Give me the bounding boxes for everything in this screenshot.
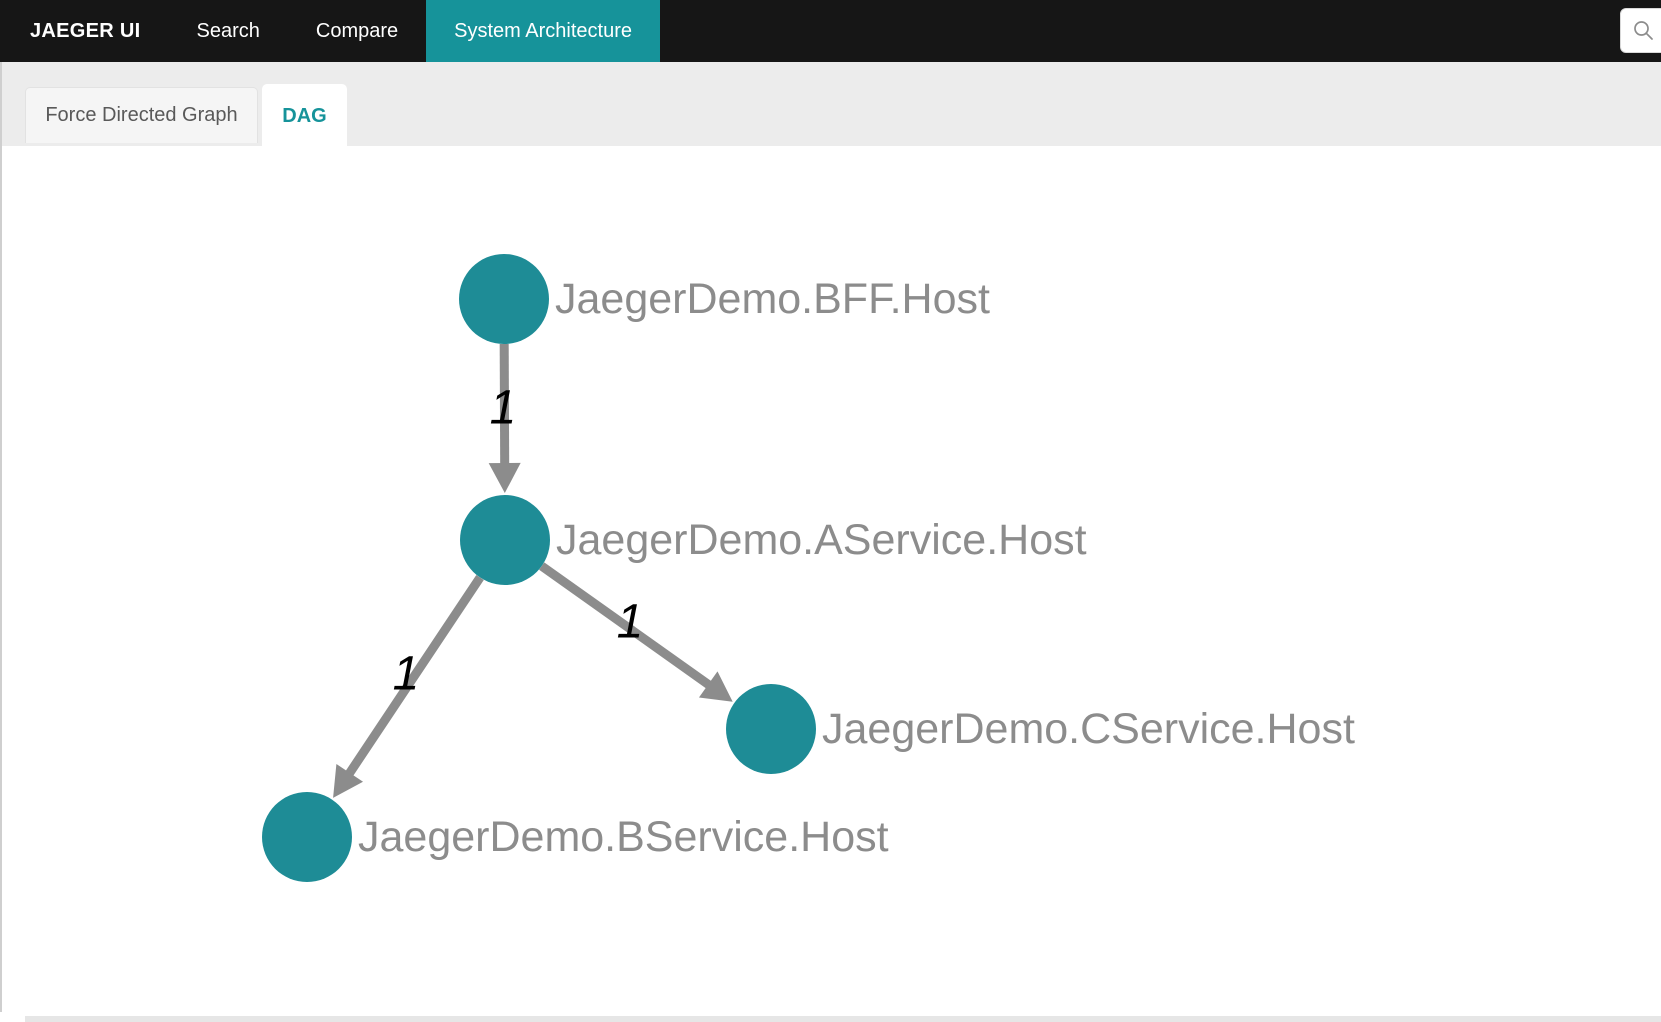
graph-node-bff[interactable] (459, 254, 549, 344)
edge-arrowhead-bff-a (488, 462, 521, 494)
edge-label-a-b: 1 (393, 648, 420, 701)
edge-arrowhead-a-b (333, 764, 364, 798)
node-label-a: JaegerDemo.AService.Host (556, 516, 1087, 564)
horizontal-scrollbar[interactable] (25, 1016, 1661, 1022)
nav-item-search[interactable]: Search (196, 20, 260, 42)
node-label-bff: JaegerDemo.BFF.Host (555, 275, 990, 323)
edge-line-bff-a (499, 343, 510, 466)
left-border-line (0, 62, 2, 1012)
graph-node-c[interactable] (726, 684, 816, 774)
edge-label-a-c: 1 (617, 596, 644, 649)
graph-node-a[interactable] (460, 495, 550, 585)
nav-item-compare[interactable]: Compare (315, 20, 399, 42)
tab-force-directed-graph[interactable]: Force Directed Graph (25, 87, 258, 143)
tab-dag[interactable]: DAG (262, 84, 347, 149)
app-brand[interactable]: JAEGER UI (30, 20, 141, 42)
search-button[interactable] (1620, 8, 1661, 53)
edge-line-a-b (344, 574, 484, 778)
edge-line-a-c (539, 562, 713, 690)
graph-node-b[interactable] (262, 792, 352, 882)
nav-item-system-architecture[interactable]: System Architecture (426, 0, 660, 62)
node-label-b: JaegerDemo.BService.Host (358, 813, 889, 861)
magnifier-icon (1634, 21, 1653, 40)
top-nav-bar: JAEGER UI Search Compare System Architec… (0, 0, 1661, 62)
edge-label-bff-a: 1 (490, 382, 517, 435)
node-label-c: JaegerDemo.CService.Host (822, 705, 1355, 753)
edge-arrowhead-a-c (698, 671, 733, 702)
architecture-tab-strip: Force Directed Graph DAG (0, 62, 1661, 149)
